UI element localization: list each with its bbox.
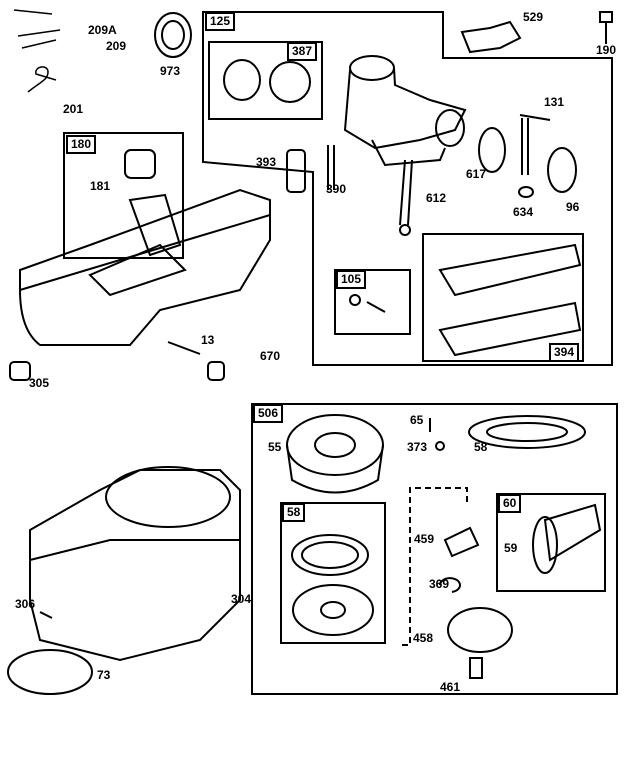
carburetor-icon xyxy=(343,55,467,236)
label-305: 305 xyxy=(29,376,50,390)
label-617: 617 xyxy=(466,167,487,181)
label-intake-kit: 387 xyxy=(287,42,318,61)
label-461: 461 xyxy=(440,680,461,694)
label-209a: 209A xyxy=(88,23,117,37)
rope-icon xyxy=(468,415,586,449)
screw-461-icon xyxy=(469,657,483,679)
pawl-bracket-dashed xyxy=(402,487,468,646)
intake-ring-icon xyxy=(223,59,261,101)
label-needle-kit: 105 xyxy=(336,270,367,289)
intake-kit-outline xyxy=(208,41,323,120)
bushing-icon xyxy=(518,186,534,198)
spacer-icon xyxy=(207,361,225,381)
starter-handle-icon xyxy=(543,503,602,562)
label-gasket-kit: 394 xyxy=(549,343,580,362)
float-bowl-icon xyxy=(286,149,306,193)
spring-kit-outline xyxy=(280,502,386,644)
label-96: 96 xyxy=(566,200,580,214)
throttle-plate-icon xyxy=(547,147,577,193)
oil-seal-icon xyxy=(154,12,192,58)
label-59: 59 xyxy=(504,541,518,555)
gasket-upper-icon xyxy=(438,243,582,297)
label-201: 201 xyxy=(63,102,84,116)
washer-373-icon xyxy=(435,441,445,451)
governor-spring-icon xyxy=(13,9,61,93)
label-459: 459 xyxy=(414,532,435,546)
label-181: 181 xyxy=(90,179,111,193)
label-131: 131 xyxy=(544,95,565,109)
gasket-lower-icon xyxy=(438,301,582,357)
label-612: 612 xyxy=(426,191,447,205)
fuel-tank-icon xyxy=(19,149,271,346)
label-209: 209 xyxy=(106,39,127,53)
handle-kit-outline xyxy=(496,493,606,592)
label-393: 393 xyxy=(256,155,277,169)
needle-icon xyxy=(327,145,335,190)
bolt-icon xyxy=(167,341,201,355)
elbow-fitting-icon xyxy=(460,20,522,54)
label-58: 58 xyxy=(474,440,488,454)
screw-icon xyxy=(599,11,613,44)
label-handle-kit: 60 xyxy=(498,494,522,513)
label-starter-kit: 506 xyxy=(253,404,284,423)
label-306: 306 xyxy=(15,597,36,611)
label-670: 670 xyxy=(260,349,281,363)
retainer-369-icon xyxy=(439,577,461,593)
rotating-screen-icon xyxy=(7,649,93,695)
label-65: 65 xyxy=(410,413,424,427)
label-13: 13 xyxy=(201,333,215,347)
label-373: 373 xyxy=(407,440,428,454)
label-spring-kit: 58 xyxy=(282,503,306,522)
screw-306-icon xyxy=(39,611,53,619)
pulley-icon xyxy=(292,584,374,636)
o-ring-icon xyxy=(478,127,506,173)
pulley-458-icon xyxy=(447,607,513,653)
label-529: 529 xyxy=(523,10,544,24)
label-973: 973 xyxy=(160,64,181,78)
starter-housing-icon xyxy=(286,414,384,494)
label-55: 55 xyxy=(268,440,282,454)
label-458: 458 xyxy=(413,631,434,645)
label-73: 73 xyxy=(97,668,111,682)
drain-plug-icon xyxy=(9,361,31,381)
starter-kit-outline xyxy=(251,403,618,695)
label-304: 304 xyxy=(231,592,252,606)
label-fuel-tank-kit: 180 xyxy=(66,135,97,154)
needle-kit-outline xyxy=(334,269,411,335)
carb-kit-outline xyxy=(202,11,613,366)
pawl-icon xyxy=(443,526,480,558)
throttle-shaft-icon xyxy=(519,114,551,175)
blower-housing-icon xyxy=(29,466,241,662)
label-369: 369 xyxy=(429,577,450,591)
label-634: 634 xyxy=(513,205,534,219)
rewind-spring-icon xyxy=(291,534,369,576)
label-390: 390 xyxy=(326,182,347,196)
gasket-kit-outline xyxy=(422,233,584,362)
label-carb-kit: 125 xyxy=(205,12,236,31)
label-190: 190 xyxy=(596,43,617,57)
